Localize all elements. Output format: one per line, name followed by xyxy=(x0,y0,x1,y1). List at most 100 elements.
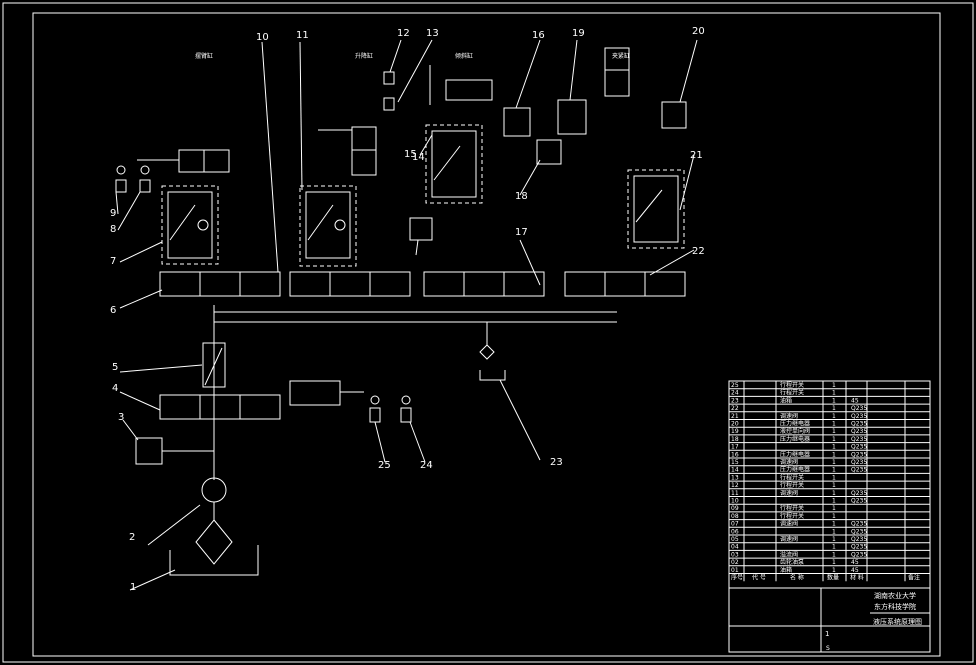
directional-valve-6 xyxy=(159,271,281,297)
bom-row-seq: 16 xyxy=(731,451,739,458)
bom-row-qty: 1 xyxy=(832,459,836,466)
callout-25: 25 xyxy=(378,460,391,471)
bom-row-qty: 1 xyxy=(832,397,836,404)
bom-row-seq: 25 xyxy=(731,382,739,389)
bom-row-name: 调速阀 xyxy=(780,412,798,420)
bom-row-qty: 1 xyxy=(832,467,836,474)
bom-row-seq: 20 xyxy=(731,421,739,428)
bom-row-name: 调速阀 xyxy=(780,535,798,543)
bom-row-seq: 01 xyxy=(731,567,739,574)
station-label-2: 升降缸 xyxy=(355,52,373,60)
bom-row-name: 调速阀 xyxy=(780,458,798,466)
bom-row-qty: 1 xyxy=(832,551,836,558)
bom-row-seq: 15 xyxy=(731,459,739,466)
callout-10: 10 xyxy=(256,32,269,43)
bom-row-seq: 10 xyxy=(731,498,739,505)
bom-row-name: 压力继电器 xyxy=(780,435,810,443)
callout-8: 8 xyxy=(110,224,116,235)
bom-row-material: Q235 xyxy=(851,405,867,412)
bom-row-qty: 1 xyxy=(832,505,836,512)
bom-row-name: 压力继电器 xyxy=(780,420,810,428)
bom-row-seq: 09 xyxy=(731,505,739,512)
bom-row-material: Q235 xyxy=(851,528,867,535)
bom-row-material: 45 xyxy=(851,559,859,566)
bom-row-seq: 17 xyxy=(731,444,739,451)
bom-row-seq: 06 xyxy=(731,528,739,535)
callout-19: 19 xyxy=(572,28,585,39)
bom-row-seq: 22 xyxy=(731,405,739,412)
bom-row-seq: 11 xyxy=(731,490,739,497)
callout-15: 15 xyxy=(404,149,417,160)
station-label-1: 摆臂缸 xyxy=(195,52,213,60)
callout-2: 2 xyxy=(129,532,135,543)
title-block xyxy=(728,380,931,653)
bom-row-material: Q235 xyxy=(851,413,867,420)
bom-header-code: 代 号 xyxy=(752,574,766,582)
relief-valve-3 xyxy=(135,437,163,465)
bom-row-seq: 19 xyxy=(731,428,739,435)
bom-row-qty: 1 xyxy=(832,474,836,481)
drawing-title: 液压系统原理图 xyxy=(873,617,922,626)
bom-row-qty: 1 xyxy=(832,521,836,528)
bom-row-qty: 1 xyxy=(832,567,836,574)
bom-header-seq: 序号 xyxy=(731,574,743,582)
bom-row-material: 45 xyxy=(851,397,859,404)
bom-row-name: 行程开关 xyxy=(780,504,804,512)
bom-row-seq: 13 xyxy=(731,474,739,481)
station-label-4: 夹紧缸 xyxy=(612,52,630,60)
bom-row-name: 齿轮油泵 xyxy=(780,558,804,566)
school-name-2: 东方科技学院 xyxy=(874,602,916,611)
callout-11: 11 xyxy=(296,30,309,41)
sheet-number: 1 xyxy=(825,630,829,638)
callout-23: 23 xyxy=(550,457,563,468)
callout-16: 16 xyxy=(532,30,545,41)
bom-row-name: 压力继电器 xyxy=(780,466,810,474)
bom-row-seq: 23 xyxy=(731,397,739,404)
bom-row-qty: 1 xyxy=(832,513,836,520)
callout-7: 7 xyxy=(110,256,116,267)
directional-valve-22 xyxy=(564,271,686,297)
bom-row-seq: 08 xyxy=(731,513,739,520)
directional-valve-17 xyxy=(423,271,545,297)
callout-22: 22 xyxy=(692,246,705,257)
bom-row-name: 行程开关 xyxy=(780,473,804,481)
bom-row-qty: 1 xyxy=(832,498,836,505)
bom-row-material: Q235 xyxy=(851,467,867,474)
bom-row-seq: 04 xyxy=(731,544,739,551)
bom-row-name: 油箱 xyxy=(780,396,792,404)
bom-row-material: Q235 xyxy=(851,544,867,551)
bom-row-material: Q235 xyxy=(851,436,867,443)
callout-1: 1 xyxy=(130,582,136,593)
callout-4: 4 xyxy=(112,383,118,394)
bom-row-name: 行程开关 xyxy=(780,481,804,489)
bom-row-qty: 1 xyxy=(832,444,836,451)
callout-6: 6 xyxy=(110,305,116,316)
sheet-note: S xyxy=(826,645,830,652)
bom-row-qty: 1 xyxy=(832,528,836,535)
bom-row-qty: 1 xyxy=(832,451,836,458)
bom-row-qty: 1 xyxy=(832,482,836,489)
directional-valve-10 xyxy=(289,271,411,297)
callout-13: 13 xyxy=(426,28,439,39)
bom-row-qty: 1 xyxy=(832,536,836,543)
callout-5: 5 xyxy=(112,362,118,373)
callout-21: 21 xyxy=(690,150,703,161)
bom-row-name: 压力继电器 xyxy=(780,450,810,458)
bom-row-qty: 1 xyxy=(832,421,836,428)
bom-row-name: 液控单向阀 xyxy=(780,427,810,435)
bom-row-qty: 1 xyxy=(832,544,836,551)
bom-row-name: 行程开关 xyxy=(780,381,804,389)
bom-row-qty: 1 xyxy=(832,405,836,412)
bom-header-material: 材 料 xyxy=(850,574,864,582)
callout-12: 12 xyxy=(397,28,410,39)
bom-row-name: 行程开关 xyxy=(780,389,804,397)
bom-row-material: Q235 xyxy=(851,459,867,466)
bom-header-name: 名 称 xyxy=(790,574,804,582)
bom-row-seq: 02 xyxy=(731,559,739,566)
callout-20: 20 xyxy=(692,26,705,37)
bom-row-material: Q235 xyxy=(851,428,867,435)
bom-row-seq: 03 xyxy=(731,551,739,558)
